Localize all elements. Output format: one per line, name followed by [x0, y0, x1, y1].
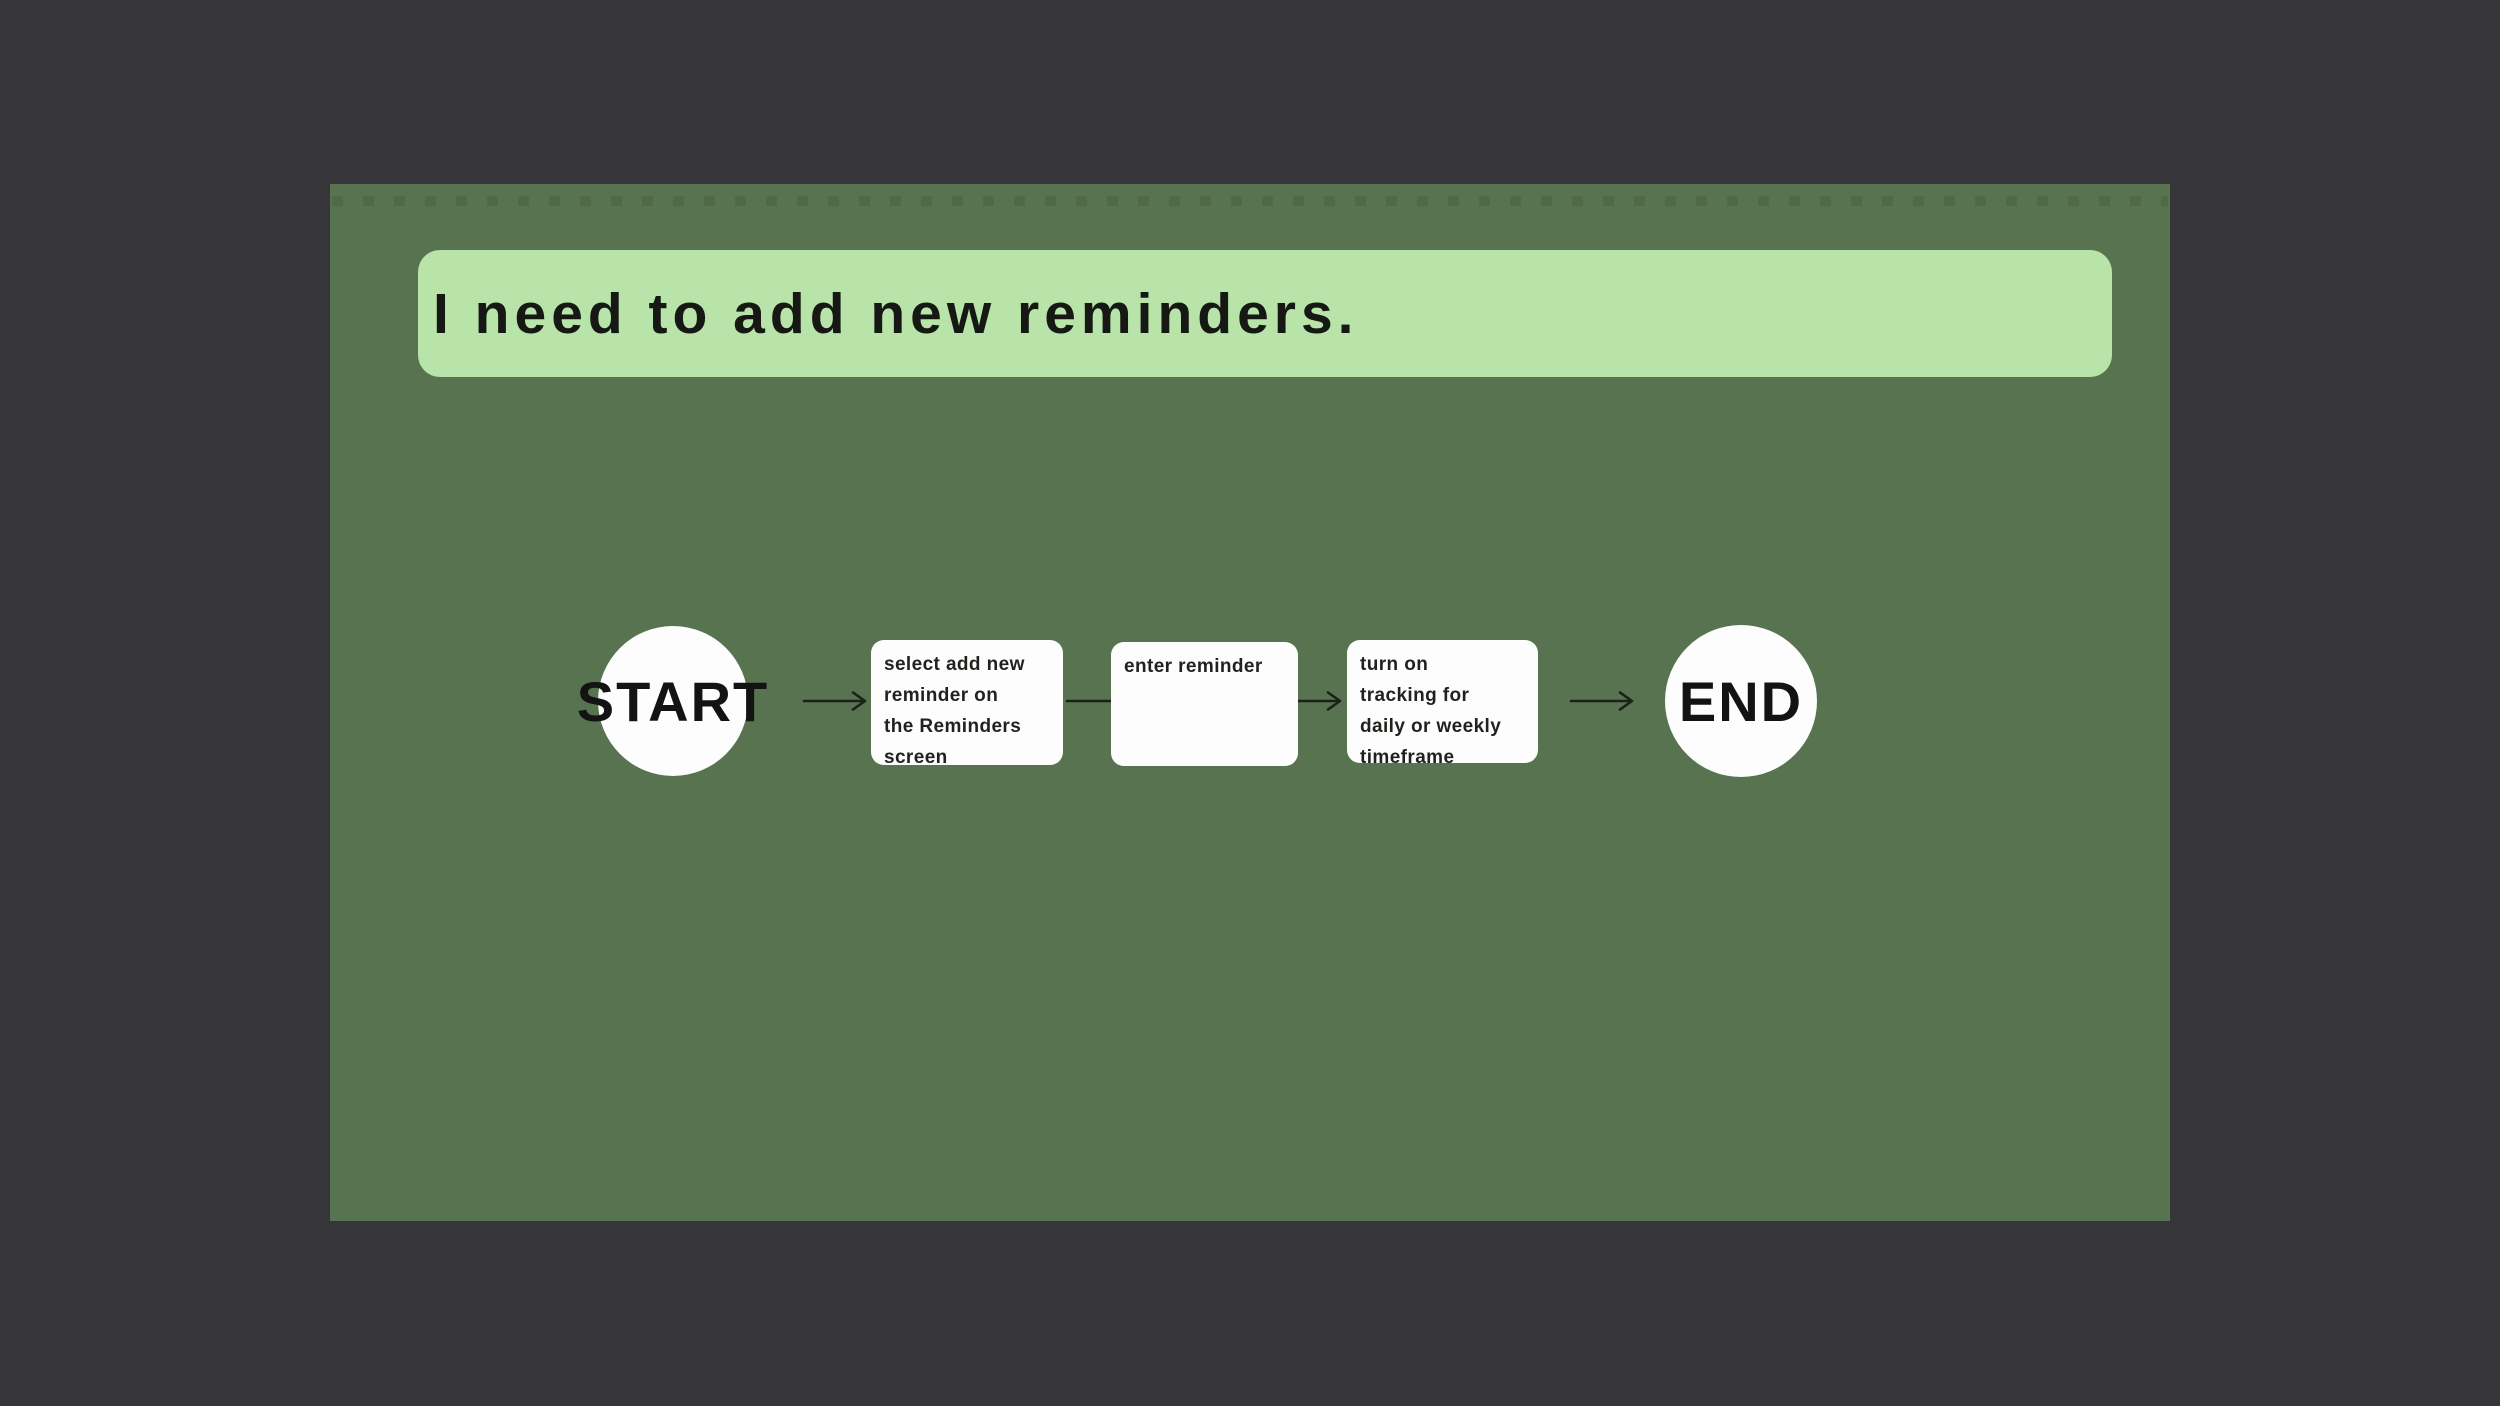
grid-dots-row: [332, 196, 2168, 206]
step-label: enter reminder: [1124, 656, 1263, 677]
flow-step-turn-on-tracking[interactable]: turn on tracking for daily or weekly tim…: [1347, 640, 1538, 768]
prompt-banner-text: I need to add new reminders.: [433, 281, 1359, 346]
flow-step-enter-reminder[interactable]: enter reminder: [1111, 642, 1298, 766]
arrow-right-icon[interactable]: [1569, 688, 1635, 714]
arrow-right-icon[interactable]: [802, 688, 868, 714]
prompt-banner[interactable]: I need to add new reminders.: [418, 250, 2112, 377]
flow-node-end[interactable]: END: [1665, 625, 1817, 777]
step-label: select add new reminder on the Reminders…: [884, 654, 1025, 768]
flow-node-start[interactable]: START: [577, 626, 767, 776]
flow-step-select-add-new-reminder[interactable]: select add new reminder on the Reminders…: [871, 640, 1063, 768]
end-node-label: END: [1678, 669, 1804, 733]
whiteboard-slide[interactable]: I need to add new reminders. START selec…: [330, 184, 2170, 1221]
step-label: turn on tracking for daily or weekly tim…: [1360, 654, 1502, 768]
start-node-label: START: [576, 669, 770, 733]
